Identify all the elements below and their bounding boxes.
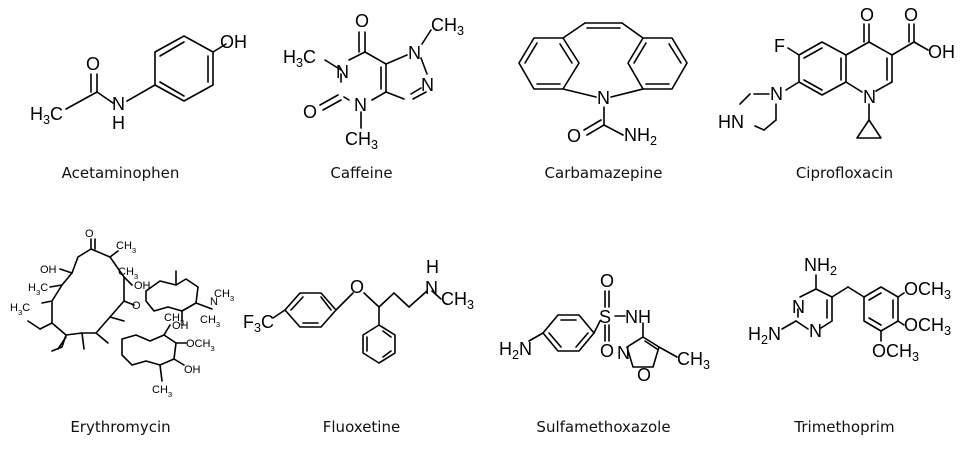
- fluoxetine-structure: O H N CH3 F3C: [243, 257, 474, 364]
- compound-acetaminophen: OH O N H H3C Acetaminophen: [0, 0, 247, 225]
- ciprofloxacin-structure: F O O OH N N HN: [718, 5, 955, 139]
- atom-ch3-bottom: CH3: [345, 129, 378, 152]
- atom-n3: N: [354, 95, 367, 115]
- atom-h3c1: H3C: [28, 282, 48, 297]
- atom-och3-1: OCH3: [904, 279, 951, 302]
- compound-name: Fluoxetine: [322, 418, 401, 436]
- atom-och3-2: OCH3: [904, 315, 951, 338]
- atom-h: H: [426, 257, 439, 277]
- carbamazepine-structure: N O NH2: [518, 22, 688, 148]
- compound-fluoxetine: O H N CH3 F3C Fluoxetine: [241, 225, 482, 450]
- atom-n: N: [210, 296, 218, 308]
- atom-n: N: [597, 88, 610, 108]
- atom-n9: N: [421, 75, 434, 95]
- atom-n1: N: [792, 297, 805, 317]
- atom-o: O: [86, 54, 100, 74]
- compound-name: Ciprofloxacin: [795, 164, 894, 182]
- atom-o-sulfonyl-1: O: [600, 271, 614, 291]
- atom-ch3f: CH3: [152, 384, 172, 399]
- atom-oh1: OH: [134, 280, 151, 292]
- atom-n1: N: [336, 62, 349, 82]
- atom-h3c-left: H3C: [283, 47, 316, 70]
- compound-carbamazepine: N O NH2 Carbamazepine: [483, 0, 724, 225]
- atom-o: O: [350, 277, 364, 297]
- compound-erythromycin: O CH3 CH3 OH OH H3C H3C O N CH3 CH3 OH C…: [0, 225, 241, 450]
- atom-nh2-top: NH2: [804, 255, 837, 278]
- atom-hn: HN: [718, 112, 744, 132]
- atom-oh3: OH: [172, 320, 189, 332]
- atom-o2: O: [132, 300, 141, 312]
- atom-n-quinolone: N: [863, 87, 876, 107]
- atom-o-top: O: [355, 11, 369, 31]
- atom-f: F: [774, 36, 785, 56]
- acetaminophen-structure: OH O N H H3C: [30, 32, 247, 133]
- atom-oh: OH: [220, 32, 247, 52]
- compound-name: Trimethoprim: [794, 418, 895, 436]
- trimethoprim-structure: NH2 N H2N N OCH3 OCH3 OCH3: [748, 255, 951, 364]
- atom-ch3: CH3: [677, 349, 710, 372]
- atom-o-sulfonyl-2: O: [600, 341, 614, 361]
- atom-n7: N: [408, 43, 421, 63]
- compound-name: Caffeine: [330, 164, 393, 182]
- atom-o-left: O: [303, 102, 317, 122]
- atom-ch3a: CH3: [116, 240, 136, 255]
- atom-oh4: OH: [184, 364, 201, 376]
- atom-ch3-top: CH3: [431, 15, 464, 38]
- atom-nh: NH: [625, 307, 651, 327]
- atom-n-ring: N: [617, 343, 630, 363]
- atom-h2n: H2N: [499, 339, 532, 362]
- atom-h3c: H3C: [30, 104, 63, 127]
- compound-name: Sulfamethoxazole: [536, 418, 671, 436]
- atom-ch3b: CH3: [118, 266, 138, 281]
- compound-caffeine: O CH3 N H3C N N O N CH3 Caffeine: [241, 0, 482, 225]
- compound-name: Carbamazepine: [544, 164, 663, 182]
- atom-o-acid: O: [904, 5, 918, 25]
- atom-n: N: [425, 278, 438, 298]
- compound-name: Erythromycin: [70, 418, 171, 436]
- compound-trimethoprim: NH2 N H2N N OCH3 OCH3 OCH3 Trimethoprim: [724, 225, 965, 450]
- atom-n-h: H: [112, 113, 125, 133]
- atom-och3-3: OCH3: [872, 341, 919, 364]
- atom-n: N: [112, 94, 125, 114]
- atom-n2: N: [809, 321, 822, 341]
- atom-oh: OH: [928, 42, 955, 62]
- atom-o-ketone: O: [860, 5, 874, 25]
- atom-o1: O: [85, 228, 94, 240]
- atom-f3c: F3C: [243, 312, 274, 335]
- compound-ciprofloxacin: F O O OH N N HN Ciprofloxacin: [718, 0, 965, 225]
- atom-nh2: NH2: [624, 125, 657, 148]
- compound-sulfamethoxazole: O S NH O H2N N O CH3 Sulfamethoxazole: [483, 225, 724, 450]
- atom-h2n: H2N: [748, 324, 781, 347]
- sulfamethoxazole-structure: O S NH O H2N N O CH3: [499, 271, 710, 385]
- atom-n-piperazine: N: [770, 84, 783, 104]
- atom-o-ring: O: [637, 365, 651, 385]
- atom-ch3d: CH3: [200, 314, 220, 329]
- atom-o: O: [567, 126, 581, 146]
- compound-name: Acetaminophen: [61, 164, 180, 182]
- atom-s: S: [599, 307, 611, 327]
- atom-ch3c: CH3: [214, 288, 234, 303]
- erythromycin-structure: O CH3 CH3 OH OH H3C H3C O N CH3 CH3 OH C…: [10, 228, 234, 399]
- atom-h3c2: H3C: [10, 302, 30, 317]
- atom-ch3e: CH3: [164, 312, 184, 327]
- atom-och3: OCH3: [186, 338, 215, 353]
- caffeine-structure: O CH3 N H3C N N O N CH3: [283, 11, 464, 152]
- atom-oh2: OH: [40, 264, 57, 276]
- atom-ch3: CH3: [441, 289, 474, 312]
